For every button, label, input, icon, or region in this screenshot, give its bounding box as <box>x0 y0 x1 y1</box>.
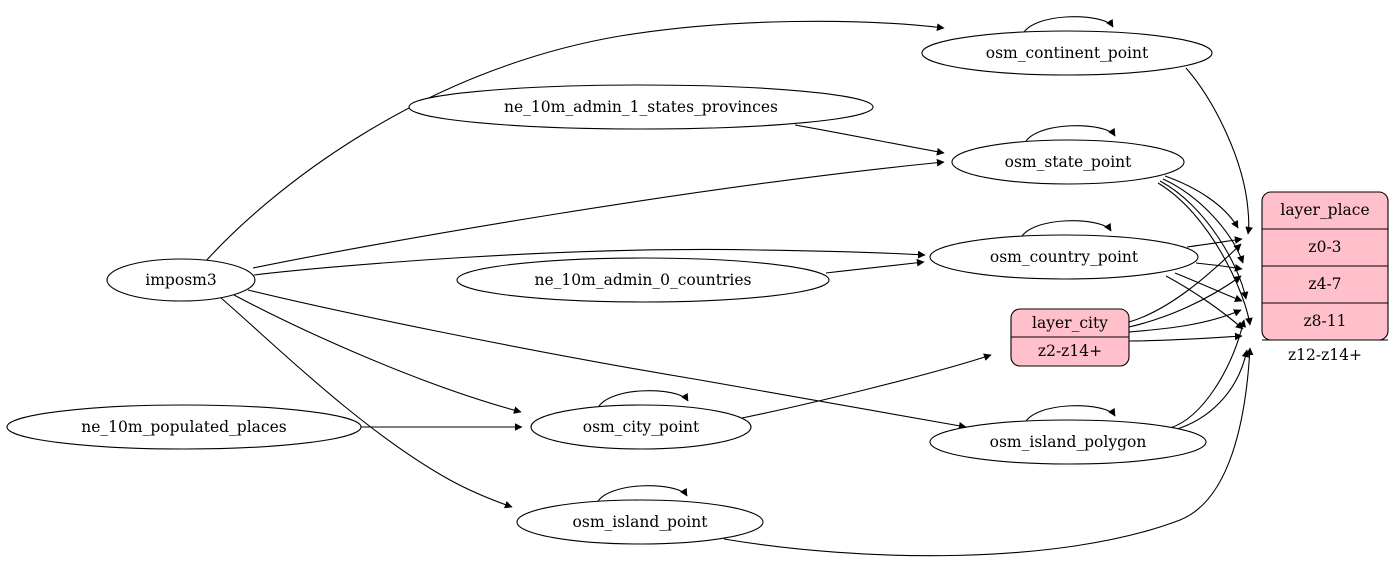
node-label: imposm3 <box>145 271 216 289</box>
edge-layer_city-to-layer_place-z12-z14+ <box>1128 332 1243 342</box>
edge-osm_island_polygon-to-layer_place-z12-z14+ <box>1173 349 1250 431</box>
node-label: osm_island_point <box>573 513 709 531</box>
edge-imposm3-to-osm_country_point <box>253 248 926 276</box>
edge-osm_city_point-to-layer_city-z2-z14+ <box>741 353 992 419</box>
edge-imposm3-to-osm_island_point <box>220 297 513 509</box>
node-shape-ellipse <box>921 30 1213 76</box>
record-row-z12-z14plus[interactable]: z12-z14+ <box>1288 346 1362 364</box>
node-label: osm_country_point <box>990 248 1139 266</box>
edge-osm_state_point-to-layer_place-z0-3 <box>1164 175 1239 229</box>
edge-imposm3-to-osm_island_polygon <box>247 289 967 430</box>
edge-osm_country_point-to-layer_place-z4-7 <box>1195 262 1243 272</box>
node-label: osm_continent_point <box>986 44 1149 62</box>
edge-layer_city-to-layer_place-z8-11 <box>1128 309 1242 333</box>
record-row-z4-7[interactable]: z4-7 <box>1308 275 1341 293</box>
edge-self-loop-osm_continent_point <box>1021 16 1114 37</box>
edge-osm_island_polygon-to-layer_place-z8-11 <box>1169 319 1247 429</box>
record-node-layer_city[interactable]: layer_city z2-z14+ <box>1010 308 1130 367</box>
node-label: ne_10m_admin_1_states_provinces <box>504 98 778 116</box>
node-label: ne_10m_populated_places <box>81 418 286 436</box>
node-osm_island_polygon[interactable]: osm_island_polygon <box>929 419 1207 465</box>
node-shape-ellipse <box>456 257 830 303</box>
node-shape-ellipse <box>929 419 1207 465</box>
node-osm_city_point[interactable]: osm_city_point <box>530 404 752 450</box>
node-shape-ellipse <box>408 84 874 130</box>
record-title: layer_place <box>1280 201 1369 219</box>
node-label: ne_10m_admin_0_countries <box>535 271 752 289</box>
node-shape-ellipse <box>516 499 764 545</box>
edge-self-loop-osm_country_point <box>1019 220 1112 241</box>
node-osm_island_point[interactable]: osm_island_point <box>516 499 764 545</box>
node-ne_10m_populated_places[interactable]: ne_10m_populated_places <box>6 404 362 450</box>
edge-osm_country_point-to-layer_place-z12-z14+ <box>1165 275 1244 330</box>
edge-self-loop-osm_state_point <box>1023 125 1116 146</box>
node-label: osm_island_polygon <box>990 433 1147 451</box>
node-shape-ellipse <box>530 404 752 450</box>
edge-osm_state_point-to-layer_place-z4-7 <box>1162 178 1245 264</box>
edge-self-loop-osm_city_point <box>596 390 689 411</box>
edge-layer_city-to-layer_place-z0-3 <box>1128 243 1242 323</box>
edge-osm_state_point-to-layer_place-z12-z14+ <box>1157 182 1253 326</box>
node-osm_state_point[interactable]: osm_state_point <box>951 139 1185 185</box>
node-osm_country_point[interactable]: osm_country_point <box>929 234 1199 280</box>
record-row-z8-11[interactable]: z8-11 <box>1304 312 1347 330</box>
edge-osm_state_point-to-layer_place-z8-11 <box>1159 180 1249 300</box>
node-ne_10m_admin_1_states_provinces[interactable]: ne_10m_admin_1_states_provinces <box>408 84 874 130</box>
edge-ne_10m_admin_1_states_provinces-to-osm_state_point <box>794 124 945 156</box>
node-shape-ellipse <box>106 258 256 302</box>
edge-imposm3-to-osm_state_point <box>252 158 945 269</box>
node-ne_10m_admin_0_countries[interactable]: ne_10m_admin_0_countries <box>456 257 830 303</box>
edge-imposm3-to-osm_city_point <box>233 294 522 414</box>
edge-ne_10m_admin_0_countries-to-osm_country_point <box>825 258 925 274</box>
record-title: layer_city <box>1032 314 1108 332</box>
edge-self-loop-osm_island_polygon <box>1023 405 1116 426</box>
edge-imposm3-to-osm_continent_point <box>204 20 945 263</box>
node-imposm3[interactable]: imposm3 <box>106 258 256 302</box>
edge-osm_country_point-to-layer_place-z0-3 <box>1186 236 1243 248</box>
node-shape-ellipse <box>929 234 1199 280</box>
node-label: osm_state_point <box>1005 153 1133 171</box>
edge-self-loop-osm_island_point <box>595 485 688 506</box>
edge-osm_country_point-to-layer_place-z8-11 <box>1174 272 1243 303</box>
edges-layer <box>204 16 1254 557</box>
node-osm_continent_point[interactable]: osm_continent_point <box>921 30 1213 76</box>
record-node-layer_place[interactable]: layer_place z0-3 z4-7 z8-11 z12-z14+ <box>1261 191 1389 364</box>
nodes-layer: imposm3 ne_10m_admin_1_states_provinces … <box>6 30 1389 545</box>
record-row-z0-3[interactable]: z0-3 <box>1308 238 1341 256</box>
edge-layer_city-to-layer_place-z4-7 <box>1128 275 1242 328</box>
edge-osm_island_point-to-layer_place-z12-z14+ <box>723 347 1254 557</box>
record-row-z2-z14plus[interactable]: z2-z14+ <box>1038 342 1102 360</box>
edge-osm_continent_point-to-layer_place-z0-3 <box>1185 67 1253 235</box>
node-shape-ellipse <box>951 139 1185 185</box>
node-label: osm_city_point <box>583 418 700 436</box>
node-shape-ellipse <box>6 404 362 450</box>
